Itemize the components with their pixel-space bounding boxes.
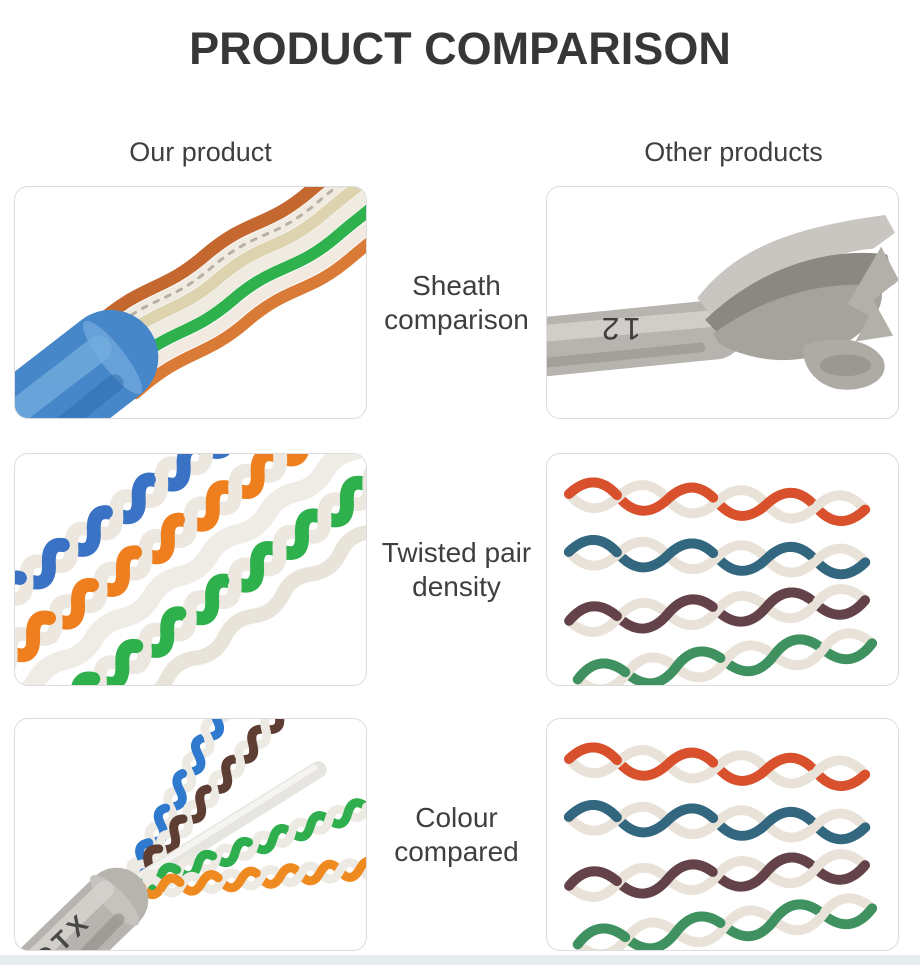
loose-twisted-pairs-illustration bbox=[563, 477, 878, 685]
our-twist-density-photo bbox=[14, 453, 367, 686]
our-sheath-photo bbox=[14, 186, 367, 419]
label-line: compared bbox=[394, 835, 519, 867]
blue-sheath bbox=[15, 309, 159, 418]
row-label-twisted-pair-density: Twisted pair density bbox=[367, 453, 546, 686]
column-header-other-products: Other products bbox=[644, 137, 823, 167]
other-colour-photo bbox=[546, 718, 899, 951]
label-line: Twisted pair bbox=[381, 537, 532, 569]
fanned-colour-pairs-illustration: DTX bbox=[18, 719, 366, 950]
row-label-colour-compared: Colour compared bbox=[367, 718, 546, 951]
cross-spline bbox=[118, 761, 327, 898]
label-line: Colour bbox=[415, 802, 498, 834]
torn-sheath-flaps bbox=[697, 214, 898, 390]
blue-sheath-cable-illustration bbox=[15, 187, 366, 418]
other-twist-density-photo bbox=[546, 453, 899, 686]
label-line: density bbox=[412, 570, 501, 602]
grey-sheath bbox=[18, 867, 149, 950]
page-title: PRODUCT COMPARISON bbox=[189, 23, 731, 74]
label-line: comparison bbox=[384, 303, 529, 335]
dense-twisted-pairs-illustration bbox=[15, 454, 366, 685]
cable-print-12: 12 bbox=[598, 311, 641, 347]
other-sheath-photo: 12 bbox=[546, 186, 899, 419]
our-colour-photo: DTX bbox=[14, 718, 367, 951]
row-label-sheath-comparison: Sheath comparison bbox=[367, 186, 546, 419]
torn-grey-sheath-illustration: 12 bbox=[547, 214, 898, 390]
grey-cable-body bbox=[547, 300, 745, 377]
column-header-our-product: Our product bbox=[129, 137, 272, 167]
footer-strip bbox=[0, 955, 920, 965]
loose-twisted-pairs-illustration bbox=[547, 719, 898, 950]
label-line: Sheath bbox=[412, 270, 501, 302]
